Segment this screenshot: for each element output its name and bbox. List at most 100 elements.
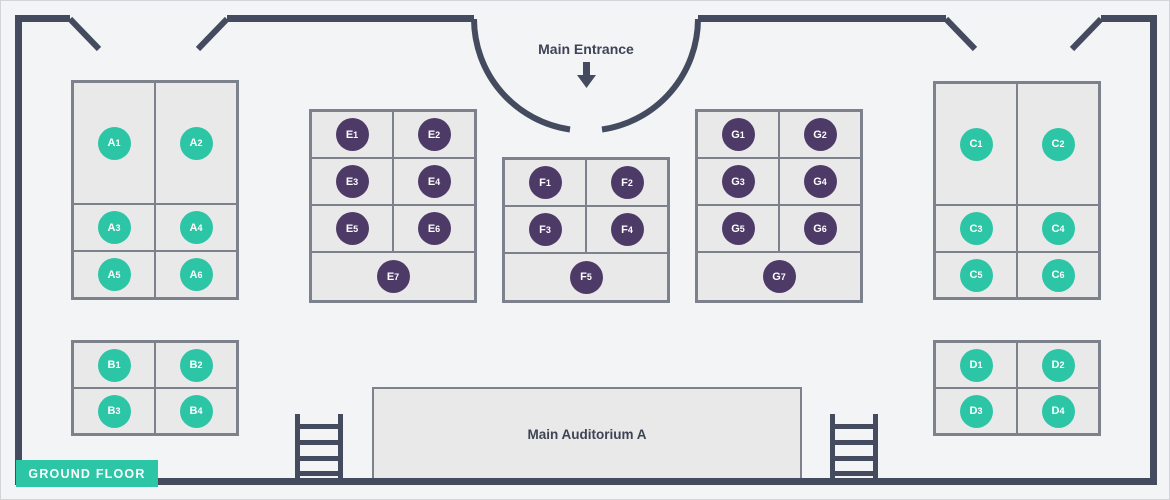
- booth-a4-marker[interactable]: A4: [179, 211, 213, 244]
- floor-badge: GROUND FLOOR: [16, 460, 158, 487]
- booth-e5-marker[interactable]: E5: [335, 212, 369, 245]
- block-e: E1 E2 E3 E4 E5 E6 E7: [309, 109, 477, 303]
- booth-b4-cell: B4: [155, 388, 237, 434]
- entrance-arc-right: [601, 18, 701, 133]
- booth-f4-marker[interactable]: F4: [610, 213, 644, 246]
- block-b: B1 B2 B3 B4: [71, 340, 239, 436]
- booth-a6-marker[interactable]: A6: [179, 258, 213, 291]
- booth-b2-marker[interactable]: B2: [179, 348, 213, 382]
- ladder-rung: [834, 456, 874, 461]
- entrance-label: Main Entrance: [538, 41, 634, 57]
- booth-a5-cell: A5: [73, 251, 155, 298]
- booth-g4-cell: G4: [779, 158, 861, 205]
- booth-d1-cell: D1: [935, 342, 1017, 388]
- booth-d4-marker[interactable]: D4: [1041, 394, 1075, 428]
- booth-c1-marker[interactable]: C1: [959, 127, 993, 161]
- block-d: D1 D2 D3 D4: [933, 340, 1101, 436]
- booth-d3-marker[interactable]: D3: [959, 394, 993, 428]
- booth-a2-marker[interactable]: A2: [179, 126, 213, 160]
- booth-g3-cell: G3: [697, 158, 779, 205]
- main-auditorium: Main Auditorium A: [372, 387, 802, 481]
- booth-d2-marker[interactable]: D2: [1041, 348, 1075, 382]
- booth-a1-marker[interactable]: A1: [97, 126, 131, 160]
- auditorium-label: Main Auditorium A: [527, 426, 647, 442]
- booth-d4-cell: D4: [1017, 388, 1099, 434]
- booth-e6-cell: E6: [393, 205, 475, 252]
- wall-top-2: [227, 15, 474, 22]
- booth-f4-cell: F4: [586, 206, 668, 253]
- booth-a3-marker[interactable]: A3: [97, 211, 131, 244]
- booth-e2-marker[interactable]: E2: [417, 118, 451, 151]
- block-g: G1 G2 G3 G4 G5 G6 G7: [695, 109, 863, 303]
- booth-c2-cell: C2: [1017, 83, 1099, 205]
- booth-g2-marker[interactable]: G2: [803, 118, 837, 151]
- ladder-rung: [834, 471, 874, 476]
- booth-g4-marker[interactable]: G4: [803, 165, 837, 198]
- wall-bottom: [15, 478, 1157, 485]
- booth-f5-marker[interactable]: F5: [569, 260, 603, 294]
- booth-g3-marker[interactable]: G3: [721, 165, 755, 198]
- booth-a2-cell: A2: [155, 82, 237, 204]
- booth-b3-marker[interactable]: B3: [97, 394, 131, 428]
- wall-top-3: [698, 15, 946, 22]
- wall-top-1: [15, 15, 70, 22]
- booth-g5-cell: G5: [697, 205, 779, 252]
- booth-d2-cell: D2: [1017, 342, 1099, 388]
- booth-g1-marker[interactable]: G1: [721, 118, 755, 151]
- ladder-rung: [834, 424, 874, 429]
- booth-g5-marker[interactable]: G5: [721, 212, 755, 245]
- booth-d3-cell: D3: [935, 388, 1017, 434]
- booth-a3-cell: A3: [73, 204, 155, 251]
- booth-e5-cell: E5: [311, 205, 393, 252]
- wall-right: [1150, 15, 1157, 485]
- ladder-rail: [338, 414, 343, 479]
- booth-b1-marker[interactable]: B1: [97, 348, 131, 382]
- booth-c6-cell: C6: [1017, 252, 1099, 298]
- booth-d1-marker[interactable]: D1: [959, 348, 993, 382]
- booth-e3-marker[interactable]: E3: [335, 165, 369, 198]
- wall-left: [15, 15, 22, 485]
- booth-f1-marker[interactable]: F1: [528, 166, 562, 199]
- booth-f5-cell: F5: [504, 253, 668, 301]
- booth-e7-cell: E7: [311, 252, 475, 301]
- entrance-arc-left: [471, 18, 571, 133]
- stairs-icon: [295, 414, 343, 479]
- ladder-rung: [834, 440, 874, 445]
- booth-e7-marker[interactable]: E7: [376, 260, 410, 293]
- wall-top-4: [1101, 15, 1157, 22]
- booth-a6-cell: A6: [155, 251, 237, 298]
- booth-c2-marker[interactable]: C2: [1041, 127, 1075, 161]
- booth-f1-cell: F1: [504, 159, 586, 206]
- booth-c4-marker[interactable]: C4: [1041, 212, 1075, 245]
- ladder-rail: [295, 414, 300, 479]
- booth-f2-cell: F2: [586, 159, 668, 206]
- booth-e2-cell: E2: [393, 111, 475, 158]
- booth-f3-cell: F3: [504, 206, 586, 253]
- arrow-down-icon: [577, 62, 596, 88]
- booth-g7-cell: G7: [697, 252, 861, 301]
- booth-b4-marker[interactable]: B4: [179, 394, 213, 428]
- booth-e4-marker[interactable]: E4: [417, 165, 451, 198]
- booth-b3-cell: B3: [73, 388, 155, 434]
- booth-c5-cell: C5: [935, 252, 1017, 298]
- booth-a4-cell: A4: [155, 204, 237, 251]
- ladder-rung: [299, 456, 339, 461]
- booth-e1-marker[interactable]: E1: [335, 118, 369, 151]
- booth-e6-marker[interactable]: E6: [417, 212, 451, 245]
- booth-c3-marker[interactable]: C3: [959, 212, 993, 245]
- ladder-rung: [299, 424, 339, 429]
- door-swing-icon: [67, 16, 102, 52]
- booth-c4-cell: C4: [1017, 205, 1099, 252]
- booth-e1-cell: E1: [311, 111, 393, 158]
- booth-c6-marker[interactable]: C6: [1041, 258, 1075, 292]
- booth-f2-marker[interactable]: F2: [610, 166, 644, 199]
- ladder-rail: [873, 414, 878, 479]
- booth-a5-marker[interactable]: A5: [97, 258, 131, 291]
- booth-c3-cell: C3: [935, 205, 1017, 252]
- door-swing-icon: [195, 16, 230, 52]
- booth-f3-marker[interactable]: F3: [528, 213, 562, 246]
- booth-c5-marker[interactable]: C5: [959, 258, 993, 292]
- booth-g6-marker[interactable]: G6: [803, 212, 837, 245]
- booth-a1-cell: A1: [73, 82, 155, 204]
- booth-g7-marker[interactable]: G7: [762, 260, 796, 293]
